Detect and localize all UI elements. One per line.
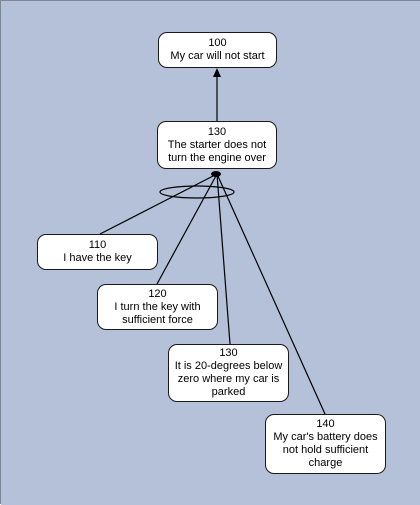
node-120[interactable]: 120 I turn the key with sufficient force	[97, 284, 218, 330]
node-130-starter[interactable]: 130 The starter does not turn the engine…	[157, 121, 277, 169]
node-130-starter-text: The starter does not turn the engine ove…	[167, 138, 267, 164]
node-130-temperature[interactable]: 130 It is 20-degrees below zero where my…	[168, 344, 289, 402]
node-120-text: I turn the key with sufficient force	[114, 300, 201, 326]
node-130-starter-id: 130	[207, 125, 227, 138]
node-100-text: My car will not start	[170, 50, 265, 62]
node-130-temperature-text: It is 20-degrees below zero where my car…	[174, 360, 283, 398]
node-110[interactable]: 110 I have the key	[37, 234, 158, 270]
node-110-text: I have the key	[63, 252, 132, 264]
node-140-id: 140	[316, 418, 335, 430]
node-110-id: 110	[88, 239, 107, 251]
node-120-id: 120	[148, 287, 167, 300]
node-100-id: 100	[208, 37, 227, 49]
node-140[interactable]: 140 My car's battery does not hold suffi…	[265, 414, 386, 474]
node-140-text: My car's battery does not hold sufficien…	[273, 431, 378, 469]
node-130-temperature-id: 130	[219, 347, 238, 359]
node-100[interactable]: 100 My car will not start	[158, 32, 277, 68]
